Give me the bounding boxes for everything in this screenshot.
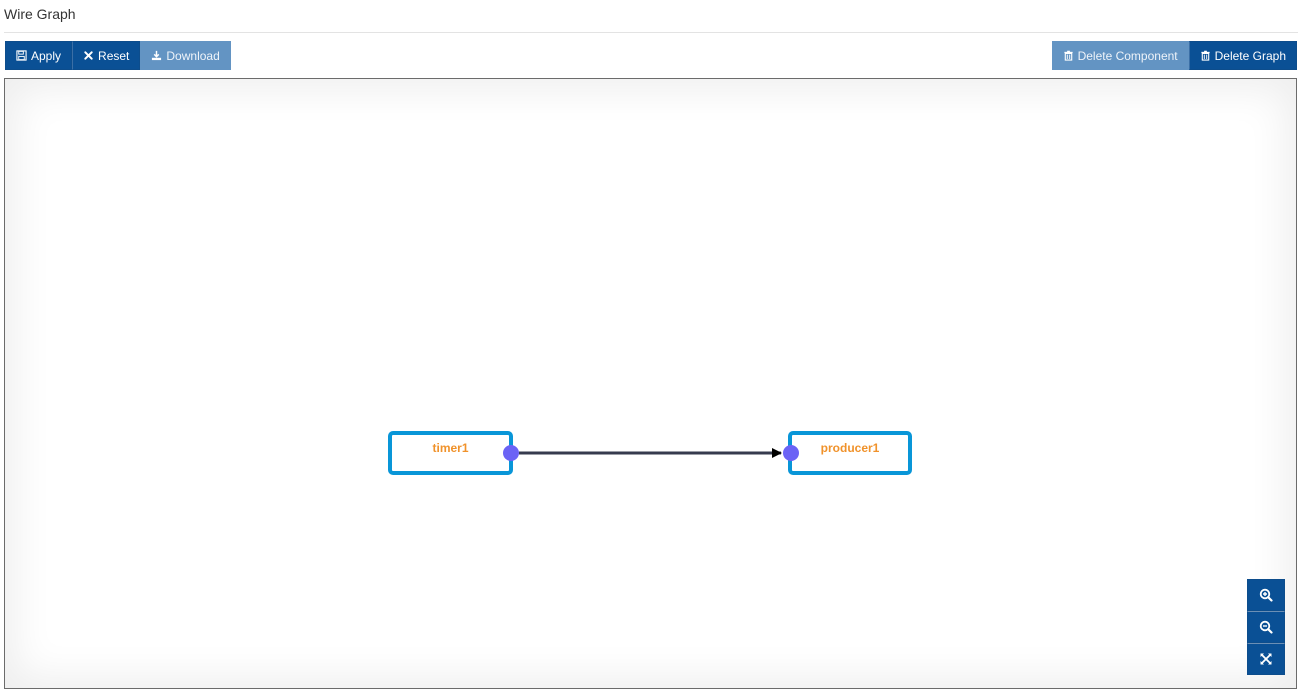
delete-component-label: Delete Component: [1077, 48, 1178, 63]
download-label: Download: [166, 48, 220, 63]
title-divider: [4, 32, 1298, 33]
input-port-producer1[interactable]: [783, 445, 799, 461]
delete-component-button[interactable]: Delete Component: [1051, 41, 1189, 70]
zoom-out-button[interactable]: [1247, 611, 1285, 643]
node-label-producer1: producer1: [820, 441, 880, 455]
trash-icon: [1063, 50, 1074, 61]
floppy-disk-icon: [16, 50, 27, 61]
close-icon: [83, 50, 94, 61]
fit-to-screen-button[interactable]: [1247, 643, 1285, 675]
reset-label: Reset: [98, 48, 130, 63]
reset-button[interactable]: Reset: [72, 41, 141, 70]
delete-graph-label: Delete Graph: [1214, 48, 1286, 63]
toolbar-right: Delete Component Delete Graph: [1051, 41, 1297, 70]
output-port-timer1[interactable]: [503, 445, 519, 461]
expand-icon: [1260, 653, 1272, 665]
apply-label: Apply: [31, 48, 62, 63]
download-icon: [151, 50, 162, 61]
zoom-out-icon: [1259, 620, 1273, 634]
page-title: Wire Graph: [4, 6, 76, 22]
trash-icon: [1200, 50, 1211, 61]
apply-button[interactable]: Apply: [5, 41, 73, 70]
graph-svg: [388, 431, 912, 475]
graph-canvas[interactable]: timer1 producer1: [4, 78, 1297, 689]
download-button[interactable]: Download: [140, 41, 231, 70]
zoom-in-button[interactable]: [1247, 579, 1285, 611]
zoom-in-icon: [1259, 588, 1273, 602]
delete-graph-button[interactable]: Delete Graph: [1188, 41, 1297, 70]
toolbar-left: Apply Reset Download: [5, 41, 231, 70]
node-label-timer1: timer1: [432, 441, 469, 455]
zoom-controls: [1247, 579, 1285, 675]
